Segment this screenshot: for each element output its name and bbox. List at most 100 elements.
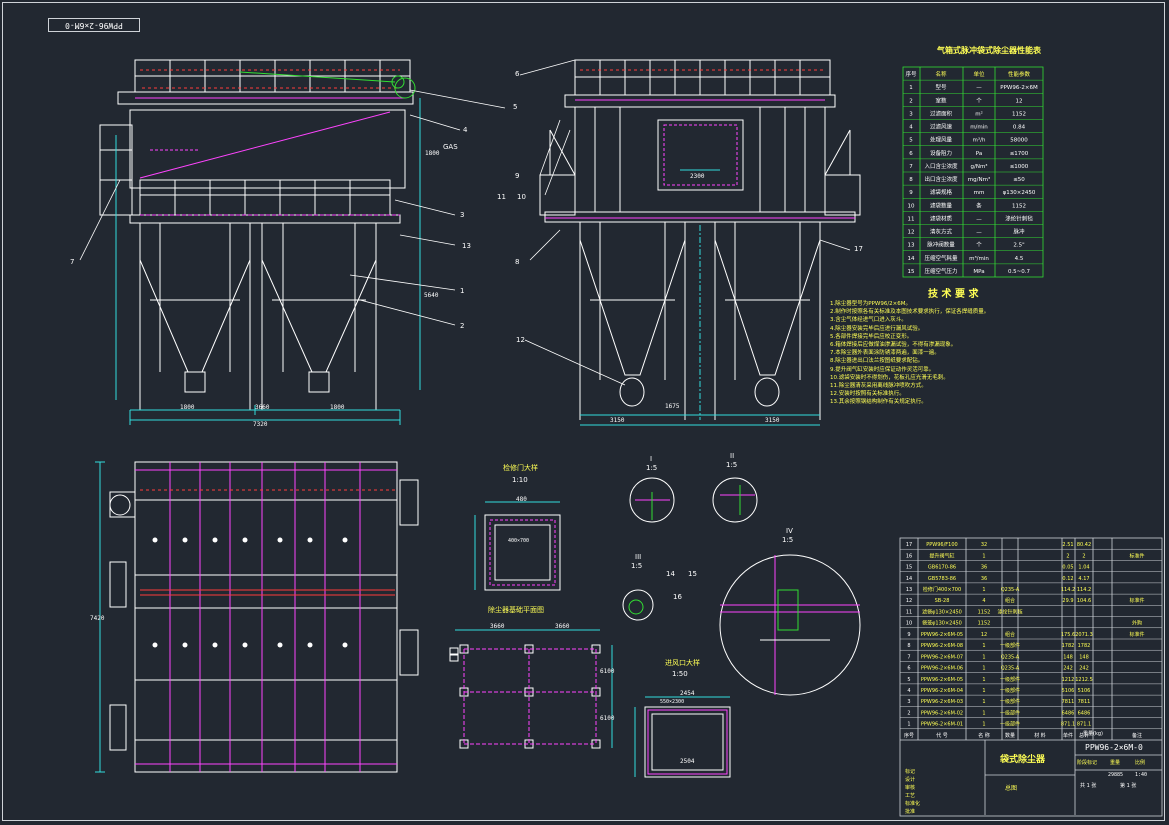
parts-cell: 2 — [907, 710, 910, 716]
detail-IV-label: IV — [786, 527, 793, 535]
dim-found-a: 3660 — [490, 623, 505, 630]
dim-manhole-a: 480 — [516, 496, 527, 503]
tech-cell: MPa — [973, 269, 984, 275]
note-line: 1.除尘器型号为PPW96/2×6M。 — [830, 301, 912, 307]
tech-cell: m/min — [970, 125, 988, 131]
parts-cell: 6486 — [1062, 710, 1075, 716]
parts-cell: 2 — [1082, 553, 1085, 559]
parts-cell: 5106 — [1078, 688, 1091, 694]
tech-cell: — — [976, 216, 982, 222]
tech-cell: 4.5 — [1015, 256, 1024, 262]
parts-cell: 175.6 — [1061, 632, 1075, 638]
tech-cell: 性能参数 — [1008, 70, 1031, 78]
parts-cell: 一级部件 — [1000, 709, 1020, 716]
parts-cell: 材 料 — [1034, 732, 1046, 739]
tech-cell: Pa — [976, 151, 982, 157]
tech-cell: 10 — [908, 203, 915, 209]
dim-found-d: 6100 — [600, 715, 615, 722]
parts-cell: 一级部件 — [1000, 721, 1020, 728]
tech-cell: 14 — [908, 256, 915, 262]
parts-cell: 2 — [1066, 553, 1069, 559]
parts-cell: 涤纶针刺毡 — [997, 608, 1022, 615]
plan-view — [95, 461, 419, 773]
inlet-detail-scale: 1:50 — [672, 670, 688, 678]
tech-cell: 出口含尘浓度 — [924, 175, 958, 183]
tech-cell: 压缩空气压力 — [924, 267, 957, 275]
parts-cell: 4 — [982, 598, 985, 604]
tech-cell: 2.5" — [1013, 243, 1024, 249]
callout-number: 17 — [854, 245, 863, 253]
dim-found-b: 3660 — [555, 623, 570, 630]
callout-number: 14 — [666, 570, 675, 578]
note-line: 3.含尘气体经进气口进入灰斗。 — [830, 317, 907, 324]
parts-cell: 标准件 — [1129, 631, 1144, 638]
parts-cell: PPW96-2×6M-06 — [921, 666, 963, 672]
parts-cell: 10 — [906, 621, 912, 627]
tech-cell: m² — [975, 110, 983, 117]
gas-inlet-label: GAS — [443, 143, 458, 151]
parts-cell: SB-28 — [935, 598, 950, 604]
dim-plan-side: 7420 — [90, 615, 105, 622]
title-block-sign-label: 工艺 — [905, 793, 916, 799]
tech-cell: 涤纶针刺毡 — [1005, 214, 1033, 222]
parts-cell: 标准件 — [1129, 552, 1144, 559]
tech-cell: m³/h — [973, 137, 986, 144]
parts-cell: PPW96-2×6M-05 — [921, 677, 963, 683]
tech-cell: ≤50 — [1013, 177, 1025, 183]
tech-cell: 12 — [1016, 98, 1023, 104]
parts-cell: 一级部件 — [1000, 687, 1020, 694]
parts-cell: 0.05 — [1062, 565, 1073, 571]
callout-number: 5 — [513, 103, 518, 111]
parts-cell: 80.42 — [1077, 542, 1091, 548]
parts-cell: PPW96-2×6M-01 — [921, 722, 963, 728]
parts-cell: 1 — [982, 677, 985, 683]
parts-weight-header: 重量(kg) — [1083, 730, 1103, 737]
note-line: 2.制作时按照各有关标准及本图技术要求执行，保证各焊缝质量。 — [830, 309, 990, 316]
detail-I-label: I — [650, 455, 653, 463]
parts-cell: 提升阀气缸 — [929, 552, 954, 559]
parts-cell: 数量 — [1005, 732, 1015, 739]
note-line: 12.安装时按照有关标准执行。 — [830, 391, 905, 398]
parts-cell: 29.9 — [1062, 598, 1073, 604]
parts-cell: 4.17 — [1078, 576, 1089, 582]
tech-cell: 过滤面积 — [930, 109, 953, 117]
parts-cell: 1 — [982, 722, 985, 728]
parts-cell: 1152 — [978, 621, 991, 627]
tech-cell: 6 — [909, 151, 913, 157]
note-line: 5.各部件焊接完毕后应校正变形。 — [830, 333, 913, 340]
note-line: 11.除尘器清灰采用离线脉冲喷吹方式。 — [830, 383, 927, 390]
title-block-scale: 1:40 — [1135, 772, 1148, 778]
dim-inlet-c: 2504 — [680, 758, 695, 765]
note-line: 7.本除尘器外表面涂防锈漆两遍，面漆一遍。 — [830, 350, 940, 357]
dim-front-a: 1800 — [180, 404, 195, 411]
dim-manhole-b: 400×700 — [508, 538, 530, 544]
callout-number: 1 — [460, 287, 465, 295]
foundation-plan — [449, 629, 613, 749]
tech-cell: 5 — [909, 138, 913, 144]
tech-cell: 滤袋规格 — [930, 188, 953, 196]
callout-number: 10 — [517, 193, 526, 201]
tech-cell: 入口含尘浓度 — [924, 162, 958, 170]
dim-front-b: 3660 — [255, 404, 270, 411]
manhole-detail-title: 检修门大样 — [503, 464, 538, 472]
tech-cell: 13 — [908, 243, 915, 249]
dim-side-c: 3150 — [765, 417, 780, 424]
tech-cell: 设备阻力 — [930, 149, 952, 157]
tech-cell: 15 — [908, 269, 915, 275]
parts-cell: 1 — [982, 688, 985, 694]
callout-number: 16 — [673, 593, 682, 601]
callout-number: 3 — [460, 211, 465, 219]
title-block-sign-label: 批准 — [905, 809, 916, 815]
dim-inlet-a: 2454 — [680, 690, 695, 697]
parts-cell: 7 — [907, 654, 910, 660]
tech-cell: 0.84 — [1013, 125, 1026, 131]
tech-cell: 1152 — [1012, 203, 1026, 209]
detail-III-label: III — [635, 553, 642, 561]
side-view — [539, 59, 861, 426]
tech-cell: 9 — [909, 190, 913, 196]
tech-cell: mm — [974, 190, 985, 196]
dim-front-total: 7320 — [253, 421, 268, 428]
callout-number: 11 — [497, 193, 506, 201]
